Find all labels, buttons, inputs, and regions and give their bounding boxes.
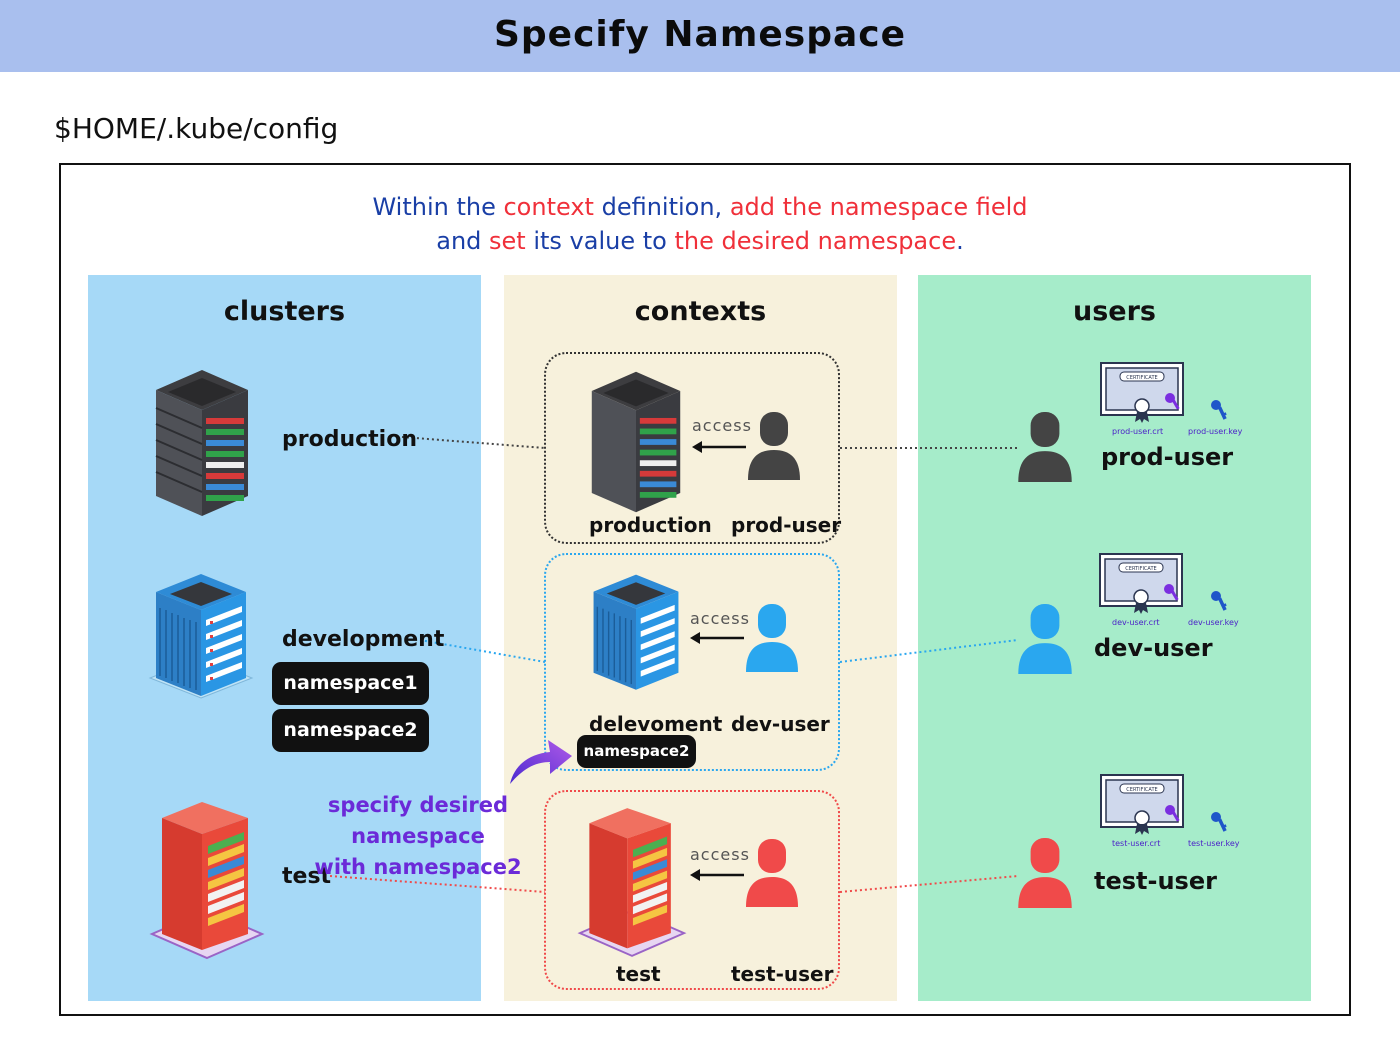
context-dev-user-icon <box>746 604 798 672</box>
dev-user-certificate-icon: CERTIFICATE <box>1099 553 1183 614</box>
instruction-highlight-namespace-field: add the namespace field <box>729 193 1028 221</box>
user-label-dev: dev-user <box>1094 634 1213 662</box>
context-cluster-label-production: production <box>589 513 712 537</box>
access-arrow-production <box>692 441 746 453</box>
instruction-text-segment: and <box>436 227 490 255</box>
cluster-label-production: production <box>282 427 417 452</box>
prod-user-crt-label: prod-user.crt <box>1112 427 1164 436</box>
access-label-test: access <box>690 845 750 864</box>
context-user-label-dev: dev-user <box>731 712 830 736</box>
cluster-label-test: test <box>282 864 332 889</box>
context-user-label-prod: prod-user <box>731 513 842 537</box>
dev-user-crt-label: dev-user.crt <box>1112 618 1160 627</box>
clusters-heading: clusters <box>223 296 346 327</box>
namespace-pill-1: namespace1 <box>272 662 429 705</box>
context-test-user-icon <box>746 839 798 907</box>
user-label-prod: prod-user <box>1101 443 1234 471</box>
context-namespace-pill: namespace2 <box>577 735 696 768</box>
dev-user-key-icon <box>1211 591 1227 611</box>
test-user-icon <box>1018 838 1072 908</box>
prod-user-key-label: prod-user.key <box>1188 427 1243 436</box>
test-user-key-icon <box>1211 812 1227 832</box>
development-server-icon <box>148 574 254 699</box>
instruction-text-segment: Within the <box>372 193 504 221</box>
test-user-certificate-icon: CERTIFICATE <box>1100 774 1184 835</box>
certificate-label: CERTIFICATE <box>1126 375 1157 381</box>
user-label-test: test-user <box>1094 867 1217 895</box>
contexts-heading: contexts <box>634 296 767 327</box>
context-user-label-test: test-user <box>731 962 834 986</box>
test-user-key-label: test-user.key <box>1188 839 1240 848</box>
access-label-production: access <box>692 416 752 435</box>
production-server-icon <box>155 370 248 516</box>
instruction-text-segment: . <box>956 227 964 255</box>
context-production-server-icon <box>591 371 681 513</box>
hint-line-1: specify desired namespace <box>327 793 509 848</box>
test-user-crt-label: test-user.crt <box>1112 839 1161 848</box>
access-label-development: access <box>690 609 750 628</box>
certificate-label: CERTIFICATE <box>1126 787 1157 793</box>
namespace-hint: specify desired namespace with namespace… <box>268 790 568 883</box>
instruction-highlight-set: set <box>489 227 526 255</box>
config-path-label: $HOME/.kube/config <box>54 112 339 145</box>
users-heading: users <box>1073 296 1156 327</box>
access-arrow-development <box>690 632 744 644</box>
prod-user-certificate-icon: CERTIFICATE <box>1100 362 1184 423</box>
instruction-line-2: and set its value to the desired namespa… <box>0 224 1400 258</box>
context-cluster-label-development: delevoment <box>589 712 723 736</box>
instruction-text: Within the context definition, add the n… <box>0 190 1400 258</box>
instruction-highlight-desired-namespace: the desired namespace <box>674 227 957 255</box>
certificate-label: CERTIFICATE <box>1125 566 1156 572</box>
instruction-highlight-context: context <box>503 193 594 221</box>
title-banner: Specify Namespace <box>0 0 1400 72</box>
page-title: Specify Namespace <box>493 14 907 55</box>
dev-user-icon <box>1018 604 1072 674</box>
dev-user-key-label: dev-user.key <box>1188 618 1239 627</box>
access-arrow-test <box>690 869 744 881</box>
context-test-server-icon <box>577 808 687 957</box>
context-development-server-icon <box>593 574 679 690</box>
instruction-line-1: Within the context definition, add the n… <box>0 190 1400 224</box>
hint-arrow-icon <box>510 740 572 784</box>
prod-user-key-icon <box>1211 400 1227 420</box>
context-prod-user-icon <box>748 412 800 480</box>
context-cluster-label-test: test <box>616 962 661 986</box>
hint-line-2: with namespace2 <box>314 855 522 879</box>
test-server-icon <box>149 802 265 960</box>
instruction-text-segment: its value to <box>525 227 675 255</box>
cluster-label-development: development <box>282 627 445 652</box>
instruction-text-segment: definition, <box>593 193 730 221</box>
namespace-pill-2: namespace2 <box>272 709 429 752</box>
prod-user-icon <box>1018 412 1072 482</box>
